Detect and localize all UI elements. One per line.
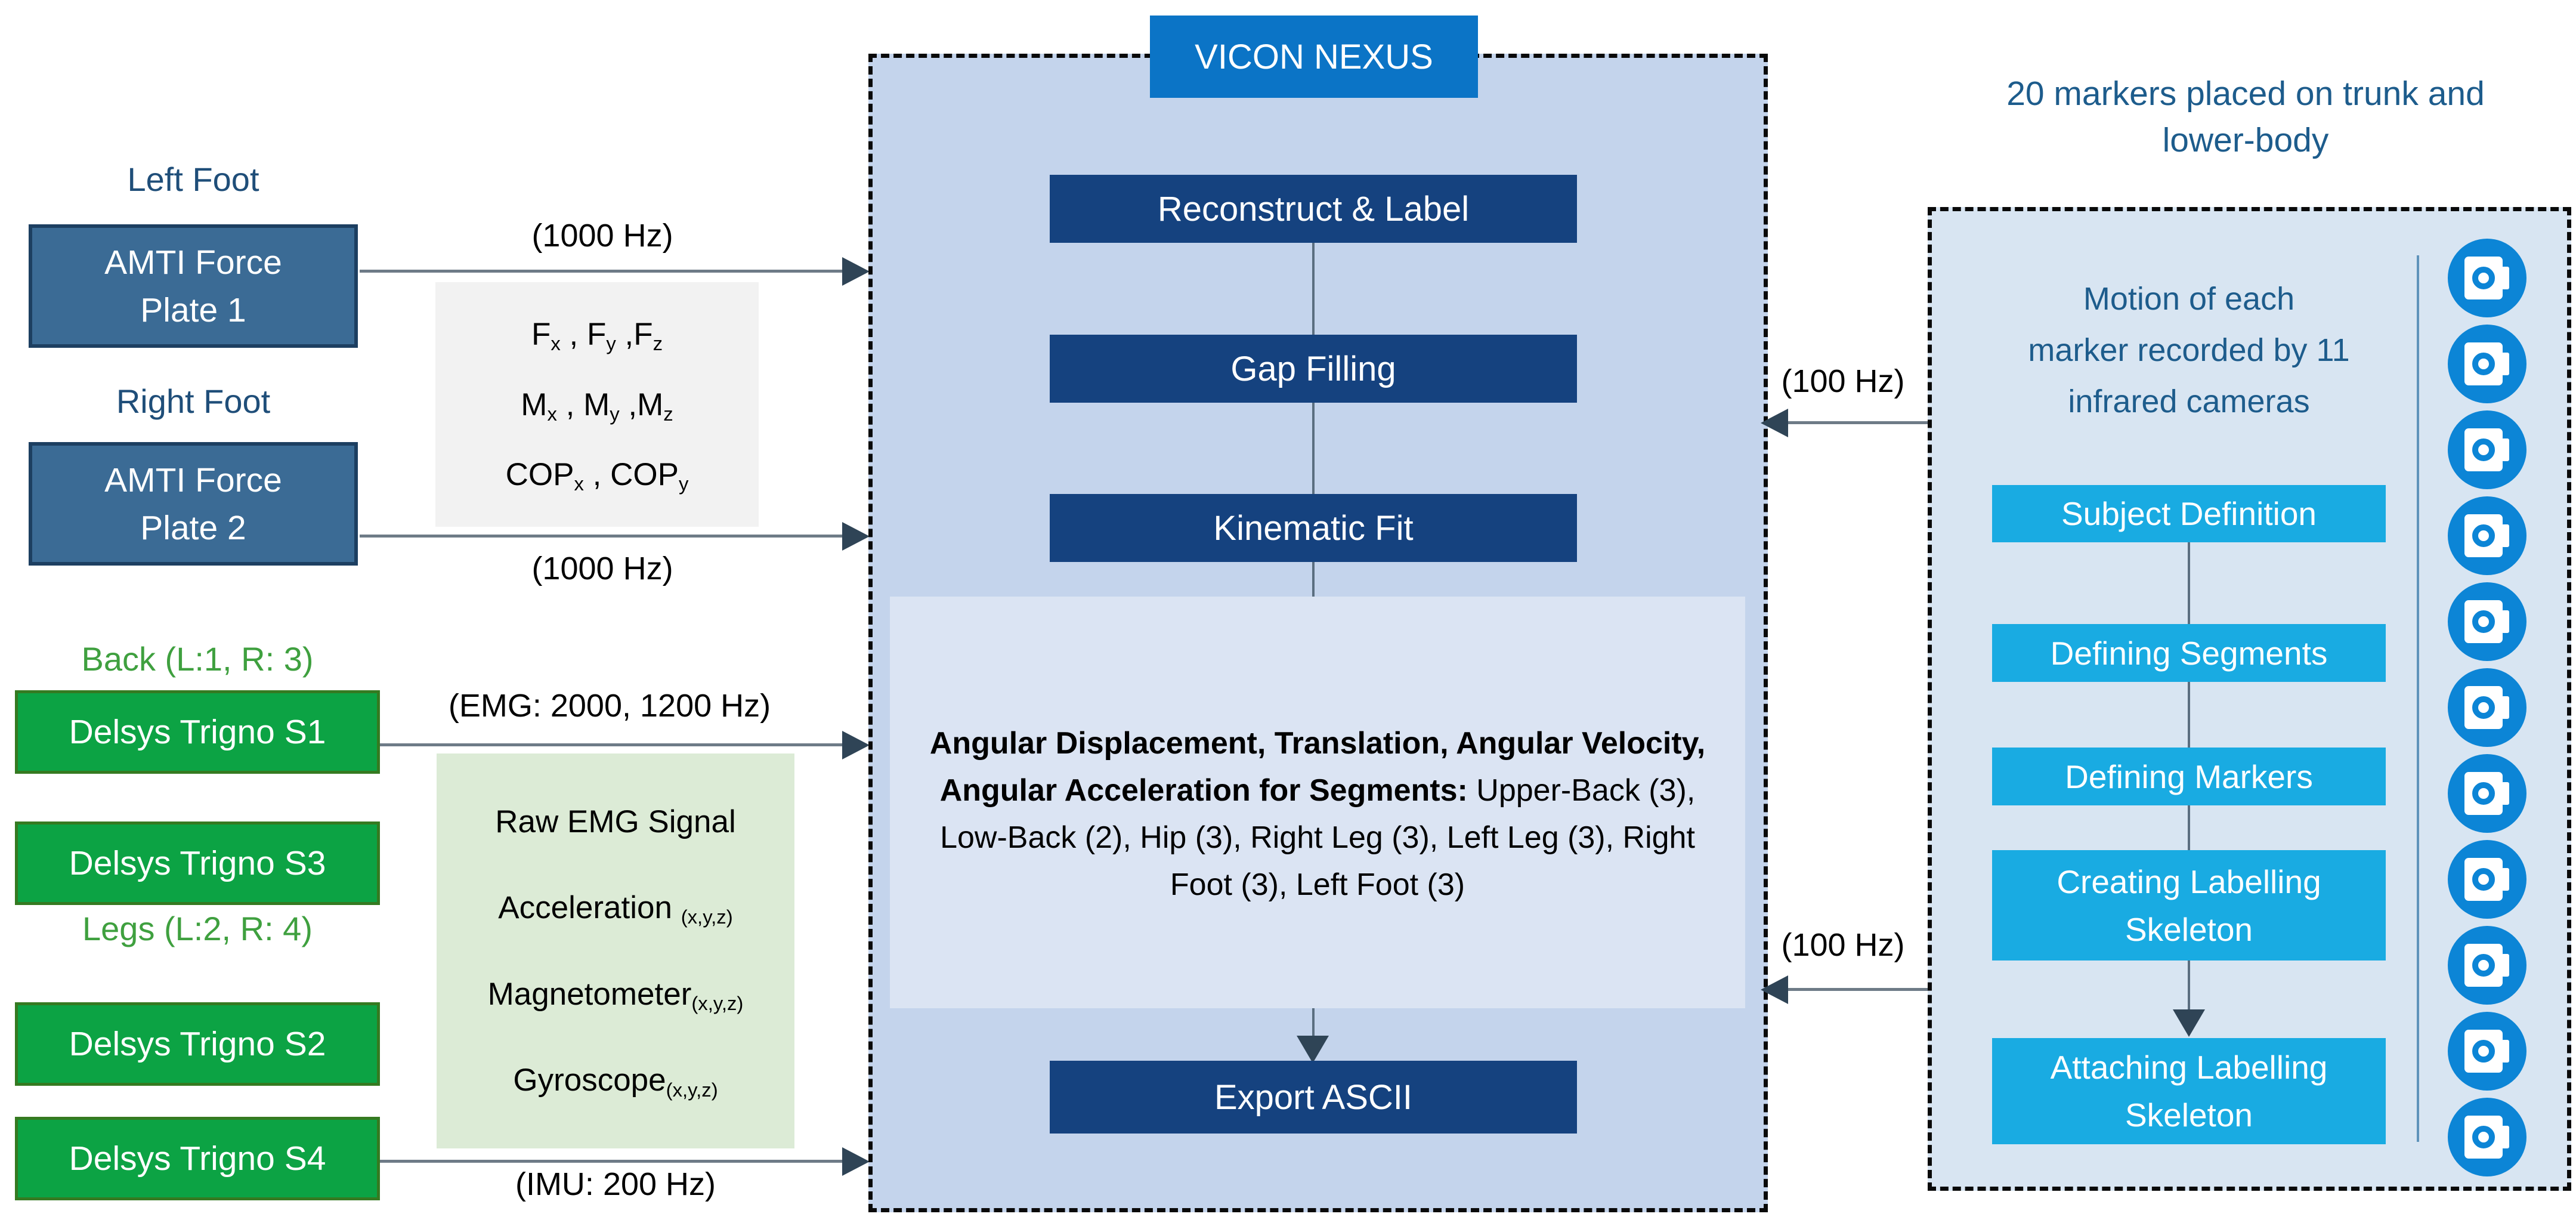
rate-label-plate2: (1000 Hz)	[531, 551, 673, 586]
arrowhead-export	[1297, 1036, 1329, 1063]
arrowhead-plate2	[842, 522, 870, 551]
camera-icon	[2448, 1012, 2526, 1091]
moment-signal-line: Mx , My ,Mz	[521, 387, 673, 425]
delsys-s2-box: Delsys Trigno S2	[15, 1002, 380, 1086]
imu-signals-panel: Raw EMG Signal Acceleration (x,y,z) Magn…	[437, 753, 794, 1148]
reconstruct-label-box: Reconstruct & Label	[1050, 175, 1577, 243]
segments-output-bold: Angular Displacement, Translation, Angul…	[929, 726, 1706, 808]
vicon-nexus-header: VICON NEXUS	[1150, 16, 1478, 98]
camera-icon	[2448, 840, 2526, 919]
magnetometer-line: Magnetometer(x,y,z)	[487, 976, 744, 1014]
legs-sensors-label: Legs (L:2, R: 4)	[82, 910, 313, 947]
camera-column-divider	[2417, 255, 2419, 1142]
connector-line-plate1	[360, 270, 846, 273]
camera-icon	[2448, 1098, 2526, 1176]
arrowhead-attaching	[2173, 1009, 2205, 1037]
connector-markers-creating	[2188, 805, 2190, 850]
defining-segments-box: Defining Segments	[1992, 624, 2386, 682]
connector-line-cameras-top	[1767, 421, 1928, 424]
segments-output-rest: Upper-Back (3), Low-Back (2), Hip (3), R…	[940, 773, 1696, 902]
delsys-s3-box: Delsys Trigno S3	[15, 821, 380, 905]
arrowhead-cameras-bottom	[1761, 975, 1788, 1004]
rate-label-plate1: (1000 Hz)	[531, 218, 673, 254]
connector-subject-segments	[2188, 542, 2190, 624]
connector-line-emg	[380, 743, 846, 746]
connector-output-export	[1312, 1008, 1315, 1038]
connector-reconstruct-gap	[1312, 243, 1315, 335]
defining-markers-box: Defining Markers	[1992, 748, 2386, 805]
gyroscope-line: Gyroscope(x,y,z)	[513, 1063, 718, 1101]
segments-output-panel: Angular Displacement, Translation, Angul…	[890, 597, 1745, 1008]
arrowhead-plate1	[842, 257, 870, 286]
export-ascii-box: Export ASCII	[1050, 1061, 1577, 1134]
cop-signal-line: COPx , COPy	[505, 457, 689, 495]
camera-icon	[2448, 926, 2526, 1005]
connector-line-cameras-bottom	[1767, 988, 1928, 991]
arrowhead-imu	[842, 1147, 870, 1176]
delsys-s1-box: Delsys Trigno S1	[15, 690, 380, 774]
segments-output-text: Angular Displacement, Translation, Angul…	[918, 696, 1717, 909]
connector-line-plate2	[360, 535, 846, 538]
camera-rate-label-bottom: (100 Hz)	[1781, 927, 1905, 963]
camera-icon	[2448, 239, 2526, 317]
emg-rate-label: (EMG: 2000, 1200 Hz)	[448, 688, 771, 724]
force-signal-line: Fx , Fy ,Fz	[531, 316, 663, 354]
camera-icon	[2448, 496, 2526, 575]
kinematic-fit-box: Kinematic Fit	[1050, 494, 1577, 562]
imu-rate-label: (IMU: 200 Hz)	[515, 1166, 716, 1202]
arrowhead-emg	[842, 731, 870, 759]
camera-icon	[2448, 325, 2526, 403]
connector-segments-markers	[2188, 682, 2190, 748]
force-signals-panel: Fx , Fy ,Fz Mx , My ,Mz COPx , COPy	[435, 282, 759, 527]
subject-definition-box: Subject Definition	[1992, 485, 2386, 542]
right-foot-label: Right Foot	[116, 382, 271, 420]
arrowhead-cameras-top	[1761, 409, 1788, 437]
back-sensors-label: Back (L:1, R: 3)	[81, 640, 314, 678]
connector-creating-attaching	[2188, 961, 2190, 1012]
connector-kinematic-output	[1312, 562, 1315, 597]
raw-emg-line: Raw EMG Signal	[495, 804, 736, 839]
delsys-s4-box: Delsys Trigno S4	[15, 1117, 380, 1200]
camera-icon	[2448, 582, 2526, 661]
camera-icon	[2448, 668, 2526, 747]
connector-line-imu	[380, 1160, 846, 1163]
connector-gap-kinematic	[1312, 403, 1315, 494]
camera-icon	[2448, 410, 2526, 489]
camera-rate-label-top: (100 Hz)	[1781, 363, 1905, 399]
camera-icon	[2448, 754, 2526, 833]
left-foot-label: Left Foot	[127, 160, 259, 198]
gap-filling-box: Gap Filling	[1050, 335, 1577, 403]
acceleration-line: Acceleration (x,y,z)	[498, 890, 733, 928]
